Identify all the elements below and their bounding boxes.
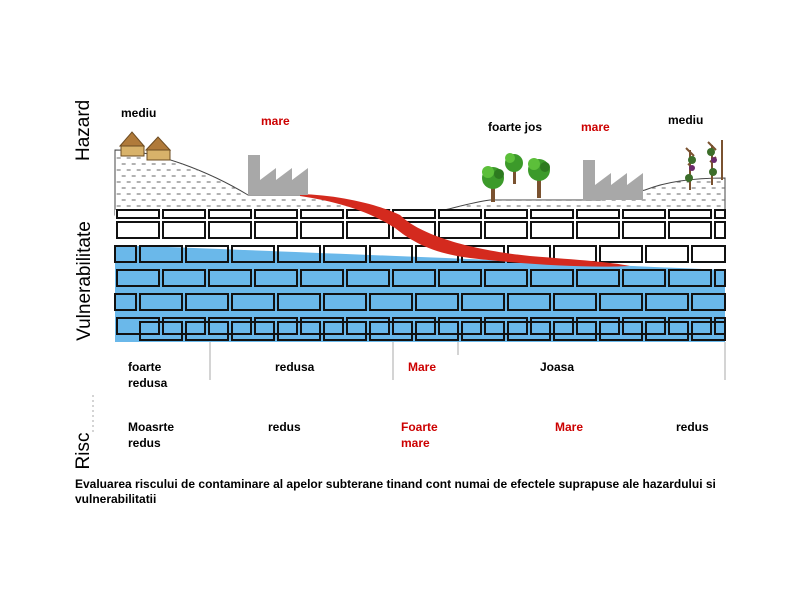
brick-strata (114, 209, 726, 341)
vulnerability-label-joasa: Joasa (540, 360, 575, 374)
house-icon (118, 131, 172, 161)
risk-label-moderat-redus: Moasrte redus (128, 420, 175, 450)
risk-label-mare: Mare (555, 420, 584, 434)
vineyard-icon (685, 140, 723, 190)
risk-label-redus-right: redus (676, 420, 709, 434)
factory-icon (583, 160, 643, 200)
risk-label-redus-left: redus (268, 420, 301, 434)
tree-icon (482, 153, 550, 202)
risk-label-foarte-mare: Foarte mare (401, 420, 438, 450)
contamination-plume (300, 194, 630, 267)
hazard-label-mare-right: mare (581, 120, 610, 134)
vulnerability-label-redusa: redusa (275, 360, 315, 374)
hazard-label-mediu-right: mediu (668, 113, 704, 127)
section-dividers (92, 342, 726, 435)
hazard-label-mare-left: mare (261, 114, 290, 128)
factory-icon (248, 155, 308, 195)
figure-caption: Evaluarea riscului de contaminare al ape… (75, 477, 716, 506)
hazard-label-foarte-jos: foarte jos (488, 120, 543, 134)
hazard-label-mediu-left: mediu (121, 106, 157, 120)
vulnerability-label-mare: Mare (408, 360, 437, 374)
vulnerability-label-foarte-redusa: foarte redusa (128, 360, 168, 390)
